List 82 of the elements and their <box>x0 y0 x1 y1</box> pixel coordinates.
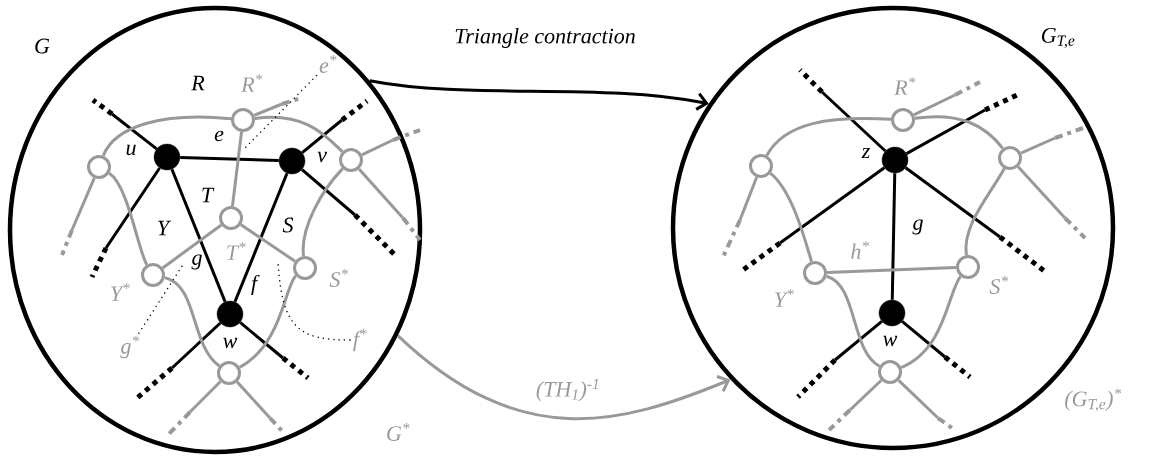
dual-vertex <box>998 146 1022 170</box>
half-edge <box>905 92 1019 155</box>
graph-edge <box>161 223 223 270</box>
edge-label: g <box>190 253 204 271</box>
dual-vertex <box>878 360 902 384</box>
graph-edge <box>964 167 1006 256</box>
face-label: T <box>202 187 215 203</box>
graph-edge <box>164 276 221 368</box>
half-edge <box>721 176 759 258</box>
graph-edge <box>238 274 298 369</box>
half-edge <box>60 177 96 256</box>
half-edge <box>89 167 161 279</box>
graph-edge <box>254 115 344 153</box>
edge-label: (TH$_{1}$)$^{-1}$ <box>534 377 602 403</box>
graph-edge <box>826 265 957 275</box>
half-edge <box>796 320 883 399</box>
graph-edge <box>769 172 813 262</box>
vertex-label: Y$^{*}$ <box>111 283 130 301</box>
dual-vertex <box>87 155 111 179</box>
graph-edge <box>170 168 227 303</box>
half-edge <box>1020 126 1084 155</box>
graph-name: G$_{T,e}$ <box>1041 28 1075 49</box>
dual-vertex <box>217 361 241 385</box>
arrow <box>396 334 731 420</box>
half-edge <box>897 379 954 430</box>
half-edge <box>91 98 158 151</box>
vertex-label: w <box>883 335 898 347</box>
graph-edge <box>108 172 149 266</box>
edge-name: g$^{*}$ <box>120 335 140 359</box>
half-edge <box>253 96 302 117</box>
graph-edge <box>765 117 892 157</box>
vertex-label: (G$_{T,e}$)$^{*}$ <box>1065 388 1122 412</box>
half-edge <box>913 80 981 117</box>
vertex-label: S$^{*}$ <box>989 276 1009 294</box>
graph-edge <box>101 115 232 157</box>
half-edge <box>301 99 369 154</box>
half-edge <box>361 128 421 157</box>
edge-name: e$^{*}$ <box>319 55 337 73</box>
vertex-label: u <box>126 144 136 156</box>
half-edge <box>741 166 886 273</box>
half-edge <box>1017 165 1087 240</box>
edge-label: h$^{*}$ <box>849 240 871 260</box>
vertex-label: v <box>317 151 327 163</box>
edge-name: f$^{*}$ <box>353 328 367 352</box>
vertex-label: z <box>861 147 870 159</box>
half-edge <box>239 321 310 380</box>
half-edge <box>135 321 222 400</box>
face-label: S <box>282 217 294 233</box>
edge-label: f <box>249 273 260 297</box>
graph-edge <box>301 167 344 257</box>
half-edge <box>236 380 285 434</box>
vertex-label: G$^{*}$ <box>387 423 410 441</box>
edge-label: e <box>213 129 225 143</box>
vertex-label: Y$^{*}$ <box>775 289 794 307</box>
half-edge <box>827 379 883 432</box>
graph-edge <box>825 274 881 368</box>
vertex-label: R$^{*}$ <box>894 77 916 95</box>
vertex-label: w <box>223 337 238 349</box>
half-edge <box>901 320 972 379</box>
leader-line <box>277 261 352 341</box>
vertex-label: T$^{*}$ <box>227 242 246 260</box>
edge-label: Triangle contraction <box>453 27 637 49</box>
half-edge <box>798 68 887 153</box>
leader-line <box>244 74 318 149</box>
dual-vertex <box>339 148 363 172</box>
vertex-label: R$^{*}$ <box>241 74 263 92</box>
arrow <box>369 79 709 111</box>
vertex-label: S$^{*}$ <box>329 269 349 287</box>
face-label: R <box>191 75 205 91</box>
graph-edge <box>240 223 296 263</box>
edge-label: g <box>911 218 925 236</box>
graph-edge <box>233 172 289 303</box>
graph-edge <box>890 173 897 300</box>
half-edge <box>357 167 422 242</box>
half-edge <box>165 380 222 438</box>
graph-edge <box>914 115 1004 150</box>
graph-name: G <box>35 38 50 54</box>
face-label: Y <box>158 220 172 236</box>
graph-edge <box>231 131 244 207</box>
graph-edge <box>180 155 279 163</box>
graph-edge <box>900 275 962 369</box>
dual-vertex <box>749 154 773 178</box>
